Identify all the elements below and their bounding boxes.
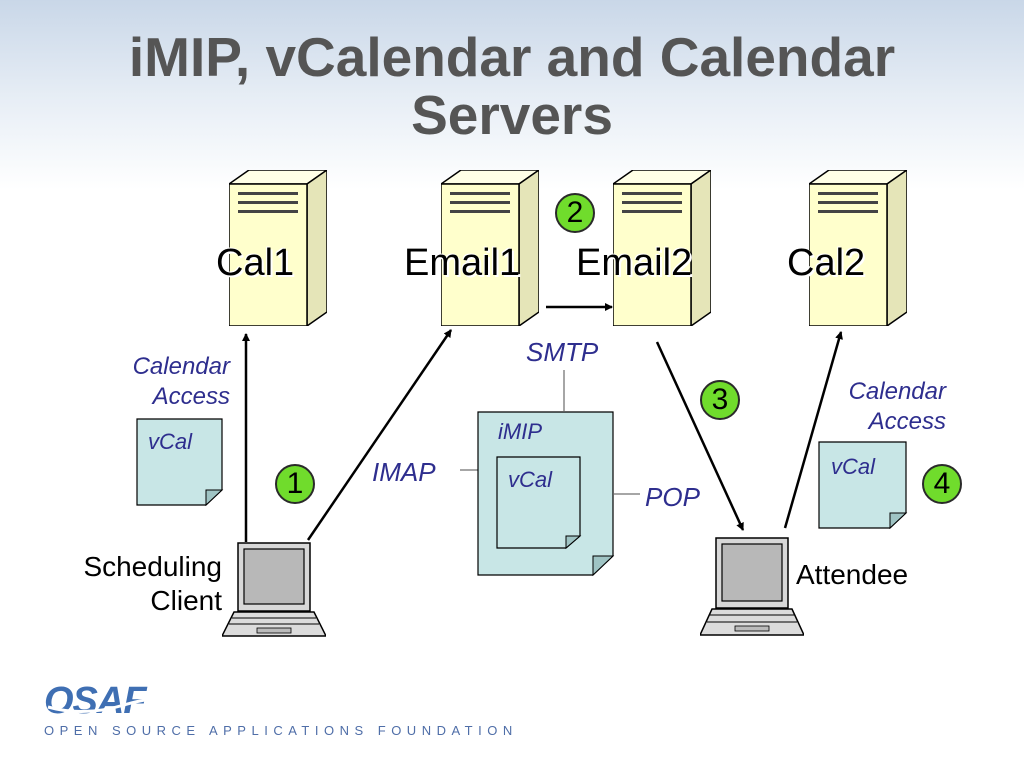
laptop-icon bbox=[698, 537, 806, 636]
step-badge-3: 3 bbox=[700, 380, 740, 420]
server-cal2 bbox=[809, 170, 907, 326]
laptop-attendee bbox=[698, 537, 806, 642]
arrow-email2-to-attendee bbox=[655, 341, 745, 531]
slide-title: iMIP, vCalendar and Calendar Servers bbox=[0, 28, 1024, 144]
calendar-access-left-line-1: Calendar bbox=[132, 353, 230, 380]
scheduling-client-label-line-2: Client bbox=[150, 585, 222, 616]
vcal-document-left bbox=[136, 418, 224, 511]
server-label-cal2: Cal2 bbox=[787, 242, 866, 284]
server-cal1 bbox=[229, 170, 327, 326]
slide-title-line-2: Servers bbox=[411, 84, 613, 146]
vcal-label-right: vCal bbox=[831, 454, 876, 479]
server-email1 bbox=[441, 170, 539, 326]
protocol-imap: IMAP bbox=[372, 457, 436, 487]
calendar-access-left-line-2: Access bbox=[152, 383, 230, 410]
vcal-label-imip: vCal bbox=[508, 467, 553, 492]
osaf-logo: OSAF bbox=[44, 680, 188, 722]
protocol-pop: POP bbox=[645, 482, 700, 512]
server-label-cal1: Cal1 bbox=[216, 242, 295, 284]
footer-org-name: OPEN SOURCE APPLICATIONS FOUNDATION bbox=[44, 723, 518, 738]
arrow-attendee-to-cal2 bbox=[783, 331, 843, 529]
step-badge-1: 1 bbox=[275, 464, 315, 504]
calendar-access-right-line-2: Access bbox=[868, 408, 946, 435]
arrow-client-to-email1 bbox=[306, 329, 453, 541]
title-gradient-background bbox=[0, 0, 1024, 190]
document-icon bbox=[136, 418, 224, 507]
calendar-access-right: Calendar Access bbox=[815, 377, 946, 437]
server-label-email2: Email2 bbox=[576, 242, 693, 284]
scheduling-client-label: Scheduling Client bbox=[40, 550, 222, 618]
step-badge-4: 4 bbox=[922, 464, 962, 504]
vcal-document-right bbox=[818, 441, 908, 534]
step-badge-2: 2 bbox=[555, 193, 595, 233]
vcal-document-imip bbox=[496, 456, 582, 555]
document-icon bbox=[818, 441, 908, 530]
osaf-logo-lettering: OSAF bbox=[44, 683, 148, 717]
server-email2 bbox=[613, 170, 711, 326]
document-icon bbox=[496, 456, 582, 550]
protocol-smtp: SMTP bbox=[526, 337, 599, 367]
slide-title-line-1: iMIP, vCalendar and Calendar bbox=[128, 26, 896, 88]
vcal-label-left: vCal bbox=[148, 429, 193, 454]
laptop-icon bbox=[220, 542, 328, 637]
attendee-label: Attendee bbox=[796, 559, 909, 590]
osaf-logo-icon: OSAF bbox=[44, 680, 185, 722]
server-label-email1: Email1 bbox=[404, 242, 521, 284]
imip-label: iMIP bbox=[498, 419, 542, 444]
scheduling-client-label-line-1: Scheduling bbox=[83, 551, 222, 582]
calendar-access-right-line-1: Calendar bbox=[848, 378, 946, 405]
laptop-scheduling-client bbox=[220, 542, 328, 643]
calendar-access-left: Calendar Access bbox=[100, 352, 230, 412]
